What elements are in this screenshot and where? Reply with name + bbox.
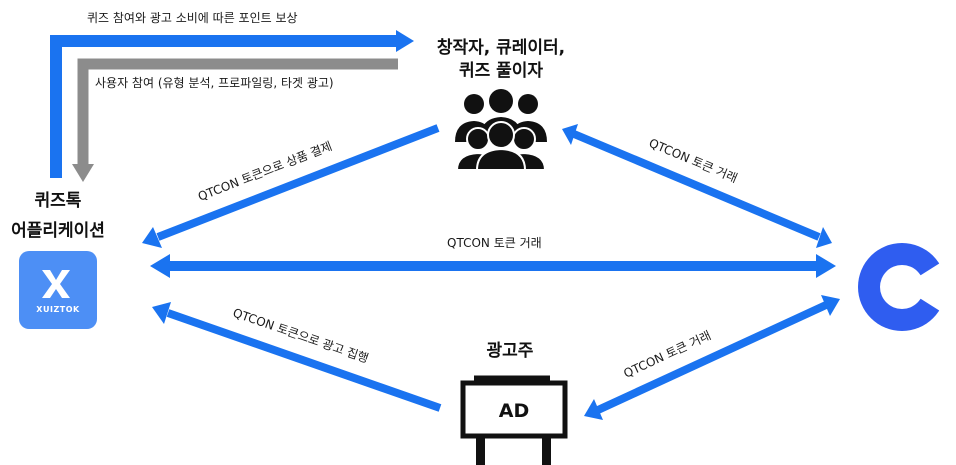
qtcon-logo-icon <box>858 243 948 331</box>
creators-title-line2: 퀴즈 풀이자 <box>459 61 543 81</box>
creators-qtcon-label: QTCON 토큰 거래 <box>647 136 740 186</box>
product-payment-arrow <box>142 124 440 248</box>
app-title-line1: 퀴즈톡 <box>35 191 82 211</box>
reward-label: 퀴즈 참여와 광고 소비에 따른 포인트 보상 <box>87 11 298 25</box>
app-qtcon-label: QTCON 토큰 거래 <box>447 236 542 250</box>
billboard-sign-text: AD <box>499 400 529 422</box>
creators-qtcon-arrow <box>562 124 832 248</box>
participation-label: 사용자 참여 (유형 분석, 프로파일링, 타겟 광고) <box>95 76 334 90</box>
reward-arrow <box>50 30 414 178</box>
quiztok-logo-icon: XUIZTOK <box>19 251 97 329</box>
app-qtcon-arrow <box>150 254 836 278</box>
advertiser-qtcon-label: QTCON 토큰 거래 <box>621 328 713 380</box>
ad-execution-arrow <box>152 302 442 412</box>
participation-arrow <box>72 58 398 182</box>
app-title-line2: 어플리케이션 <box>11 221 105 241</box>
billboard-icon: AD <box>460 375 568 465</box>
quiztok-logo-text: XUIZTOK <box>36 305 80 314</box>
creators-title-line1: 창작자, 큐레이터, <box>437 38 565 58</box>
advertiser-qtcon-arrow <box>584 295 840 420</box>
advertiser-title: 광고주 <box>487 341 534 361</box>
people-group-icon <box>455 89 547 171</box>
